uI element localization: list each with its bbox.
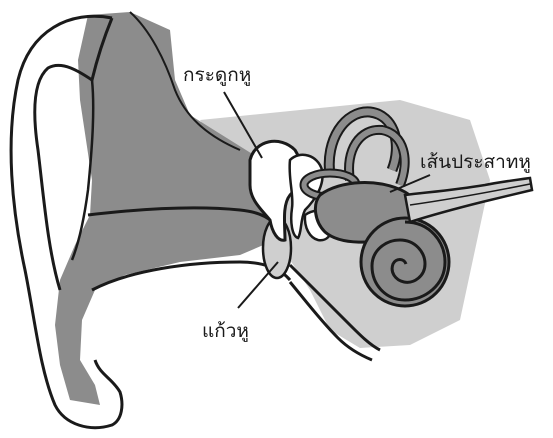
pointer-eardrum [238,262,278,308]
label-ossicles: กระดูกหู [183,66,251,85]
label-eardrum: แก้วหู [202,322,249,341]
label-auditory-nerve: เส้นประสาทหู [420,153,531,172]
